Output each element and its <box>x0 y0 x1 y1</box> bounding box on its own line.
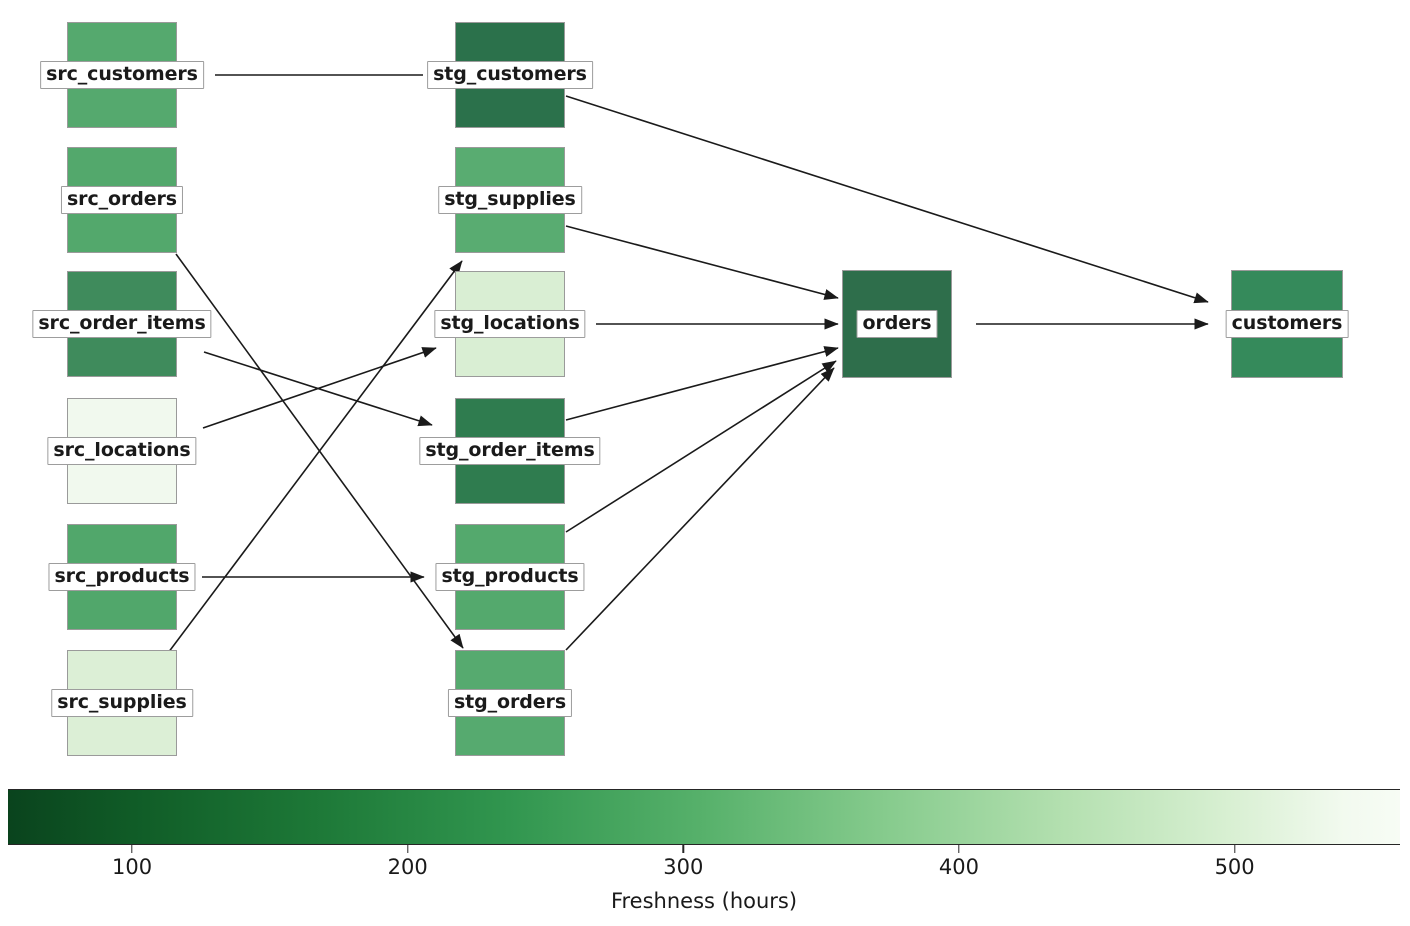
node-label-src_order_items[interactable]: src_order_items <box>32 310 212 338</box>
colorbar-tick-label-300: 300 <box>663 855 704 879</box>
colorbar-tick-label-500: 500 <box>1214 855 1255 879</box>
node-label-stg_order_items[interactable]: stg_order_items <box>419 437 601 465</box>
node-label-src_customers[interactable]: src_customers <box>40 61 204 89</box>
colorbar-tick-label-400: 400 <box>938 855 980 879</box>
node-label-stg_orders[interactable]: stg_orders <box>447 689 573 717</box>
node-label-stg_locations[interactable]: stg_locations <box>434 310 586 338</box>
node-label-src_orders[interactable]: src_orders <box>60 186 184 214</box>
node-label-orders[interactable]: orders <box>856 310 938 338</box>
node-label-src_locations[interactable]: src_locations <box>47 437 197 465</box>
colorbar-tick-label-200: 200 <box>387 855 428 879</box>
edge-stg_order_items-orders <box>565 346 839 421</box>
edge-layer <box>164 74 1209 658</box>
colorbar-axis-label: Freshness (hours) <box>610 889 798 913</box>
node-label-stg_customers[interactable]: stg_customers <box>427 61 593 89</box>
edge-stg_products-orders <box>565 360 837 533</box>
colorbar-tick-300 <box>682 845 685 853</box>
node-label-src_supplies[interactable]: src_supplies <box>51 689 193 717</box>
node-label-customers[interactable]: customers <box>1225 310 1349 338</box>
node-label-stg_supplies[interactable]: stg_supplies <box>438 186 582 214</box>
edge-src_order_items-stg_order_items <box>203 351 433 427</box>
node-label-stg_products[interactable]: stg_products <box>435 563 585 591</box>
node-label-src_products[interactable]: src_products <box>48 563 196 591</box>
edge-stg_orders-orders <box>565 367 835 651</box>
colorbar-tick-200 <box>406 845 409 853</box>
edge-stg_supplies-orders <box>565 225 839 300</box>
colorbar-tick-label-100: 100 <box>111 855 153 879</box>
colorbar-gradient[interactable] <box>8 789 1400 845</box>
edge-src_locations-stg_locations <box>202 347 437 429</box>
colorbar[interactable]: 100 200 300 400 500 Freshness (hours) <box>8 789 1400 913</box>
colorbar-tick-500 <box>1233 845 1236 853</box>
colorbar-tick-400 <box>958 845 960 853</box>
colorbar-tick-100 <box>131 845 133 853</box>
